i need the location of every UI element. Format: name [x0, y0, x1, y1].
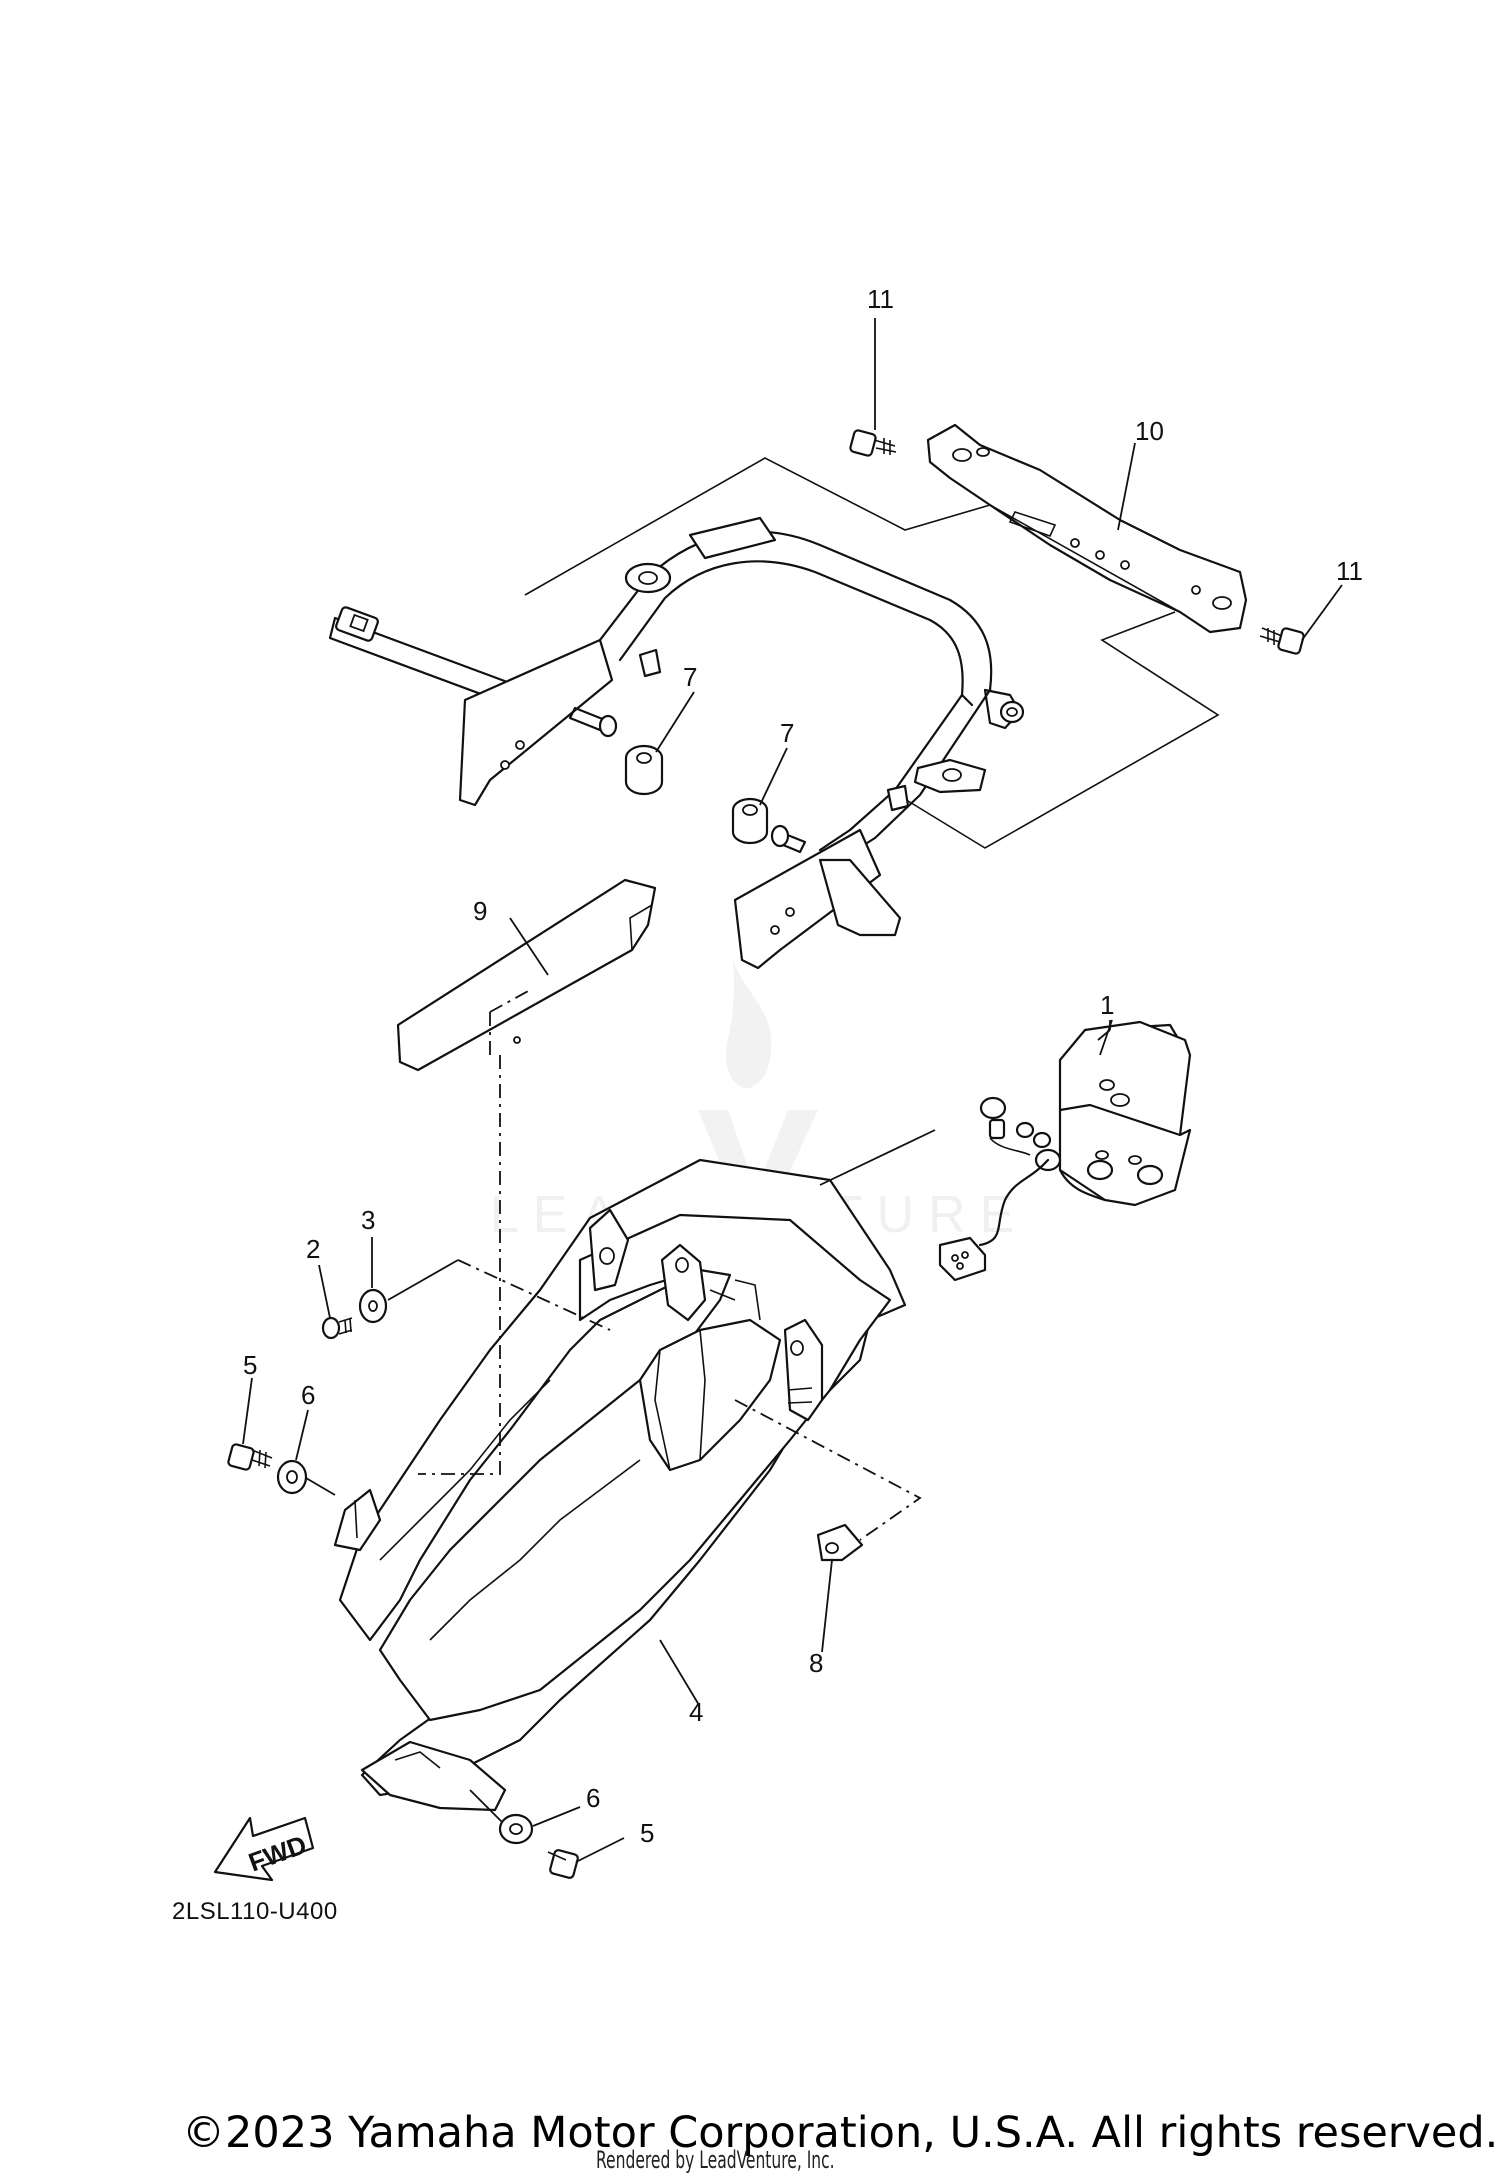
callout-11-upper: 11: [867, 284, 894, 314]
part-1-tail-light[interactable]: [938, 1020, 1192, 1282]
assembly-line-8: [734, 1399, 922, 1541]
render-credit: Rendered by LeadVenture, Inc.: [596, 2146, 835, 2174]
assembly-line-9: [418, 1055, 501, 1475]
callout-5-upper: 5: [243, 1350, 257, 1380]
part-8-clip[interactable]: [816, 1523, 864, 1562]
part-9-plate[interactable]: [396, 878, 657, 1072]
callout-11-lower: 11: [1336, 556, 1363, 586]
rear-frame-rail[interactable]: [328, 516, 1025, 970]
callout-5-lower: 5: [640, 1818, 654, 1848]
callout-7-right: 7: [780, 718, 794, 748]
fwd-arrow: FWD: [213, 1816, 315, 1882]
callout-9: 9: [473, 896, 487, 926]
part-5-bolt-lower[interactable]: [547, 1849, 579, 1879]
part-6-collar-upper[interactable]: [276, 1459, 308, 1495]
part-7-damper-left[interactable]: [624, 744, 664, 796]
part-5-bolt-upper[interactable]: [227, 1443, 273, 1471]
part-3-washer[interactable]: [358, 1288, 388, 1324]
callout-6-upper: 6: [301, 1380, 315, 1410]
part-2-screw[interactable]: [321, 1316, 353, 1340]
callout-1: 1: [1100, 990, 1114, 1020]
part-11-bolt-upper[interactable]: [849, 429, 897, 457]
part-4-rear-fender[interactable]: [333, 1158, 907, 1812]
callout-4: 4: [689, 1697, 703, 1727]
connection-outline-upper: [524, 457, 1220, 849]
callout-3: 3: [361, 1205, 375, 1235]
part-7-damper-right[interactable]: [731, 797, 769, 845]
callout-8: 8: [809, 1648, 823, 1678]
diagram-code: 2LSL110-U400: [172, 1898, 338, 1925]
part-10-bracket[interactable]: [926, 423, 1248, 634]
assembly-line-3-leader: [387, 1259, 459, 1301]
callout-10: 10: [1135, 416, 1164, 446]
callout-6-lower: 6: [586, 1783, 600, 1813]
assembly-line-6-upper: [305, 1477, 336, 1496]
copyright-notice: ©2023 Yamaha Motor Corporation, U.S.A. A…: [182, 2108, 1499, 2158]
callout-2: 2: [306, 1234, 320, 1264]
assembly-line-6-lower: [469, 1789, 503, 1823]
callout-leaders: [242, 318, 1343, 1863]
callout-7-left: 7: [683, 662, 697, 692]
assembly-line-1: [819, 1129, 936, 1186]
part-6-collar-lower[interactable]: [498, 1813, 534, 1845]
part-11-bolt-lower[interactable]: [1259, 627, 1305, 655]
